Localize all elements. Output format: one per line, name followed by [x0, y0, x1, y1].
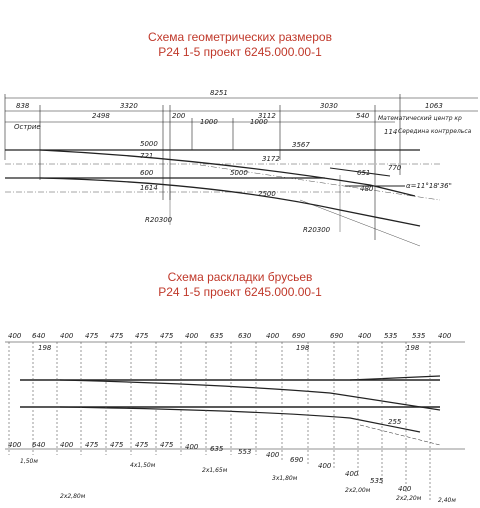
- dim-5000b: 1614: [140, 184, 158, 192]
- dim-1000a: 1000: [200, 118, 218, 126]
- dim-2500b: 600: [140, 169, 154, 177]
- bottom-row-1: 640: [32, 441, 46, 449]
- angle-label: α=11°18'36": [406, 182, 452, 190]
- bottom-row-4: 475: [110, 441, 124, 449]
- dim-540: 540: [356, 112, 370, 120]
- top-row-11: 690: [292, 332, 306, 340]
- sleeper-title-line1: Схема раскладки брусьев: [167, 270, 313, 284]
- top-row-9: 630: [238, 332, 252, 340]
- dim-1063: 1063: [425, 102, 443, 110]
- bottom-row-14: 535: [370, 477, 384, 485]
- dim-2500a: 721: [140, 152, 153, 160]
- top-row-16: 400: [438, 332, 452, 340]
- geometry-title-line2: Р24 1-5 проект 6245.000.00-1: [158, 45, 322, 59]
- sleeper-title-line2: Р24 1-5 проект 6245.000.00-1: [158, 285, 322, 299]
- dim-3112: 3112: [258, 112, 276, 120]
- group-label-0: 1,50м: [20, 458, 38, 465]
- bottom-row-13: 400: [345, 470, 359, 478]
- top-row-10: 400: [266, 332, 280, 340]
- top-row-8: 635: [210, 332, 224, 340]
- sleeper-labels: 400 640 400 475 475 475 475 400 635 630 …: [8, 332, 456, 504]
- bottom-row-10: 400: [266, 451, 280, 459]
- top-mark-2: 198: [406, 344, 420, 352]
- sleeper-ticks: [8, 342, 431, 500]
- top-mark-0: 198: [38, 344, 52, 352]
- dim-200: 200: [172, 112, 186, 120]
- group-label-4: 2х2,00м: [345, 487, 371, 494]
- top-row-1: 640: [32, 332, 46, 340]
- top-row-3: 475: [85, 332, 99, 340]
- group-label-6: 2,40м: [438, 497, 456, 504]
- bottom-row-9: 553: [238, 448, 251, 456]
- geometry-title: Схема геометрических размеров Р24 1-5 пр…: [0, 30, 480, 60]
- bottom-row-6: 475: [160, 441, 174, 449]
- mid-mark: 255: [388, 418, 402, 426]
- sleeper-diagram: [5, 341, 465, 500]
- group-label-3: 3х1,80м: [272, 475, 298, 482]
- dim-651: 651: [357, 169, 370, 177]
- dim-2498: 2498: [92, 112, 110, 120]
- group-label-1: 4х1,50м: [130, 462, 156, 469]
- dim-770: 770: [388, 164, 402, 172]
- bottom-row-7: 400: [185, 443, 199, 451]
- radius-right: R20300: [303, 226, 331, 234]
- overall-dim: 8251: [210, 89, 228, 97]
- top-row-5: 475: [135, 332, 149, 340]
- geometry-diagram: [4, 94, 478, 247]
- top-mark-1: 198: [296, 344, 310, 352]
- dim-480: 480: [360, 185, 374, 193]
- group-label-2: 2х1,65м: [202, 467, 228, 474]
- dim-3246: 3567: [292, 141, 310, 149]
- top-row-14: 535: [384, 332, 398, 340]
- dim-5000a: 5000: [140, 140, 158, 148]
- dim-3567: 5000: [230, 169, 248, 177]
- dim-3320: 3320: [120, 102, 138, 110]
- sleeper-title: Схема раскладки брусьев Р24 1-5 проект 6…: [0, 270, 480, 300]
- bottom-row-0: 400: [8, 441, 22, 449]
- geometry-labels: 8251 838 3320 3030 1063 2498 200 3112 54…: [14, 89, 472, 234]
- top-row-0: 400: [8, 332, 22, 340]
- top-row-6: 475: [160, 332, 174, 340]
- top-row-2: 400: [60, 332, 74, 340]
- top-row-7: 400: [185, 332, 199, 340]
- group-label-7: 2х2,80м: [60, 493, 86, 500]
- dim-3030: 3030: [320, 102, 338, 110]
- dim-838: 838: [16, 102, 30, 110]
- bottom-row-11: 690: [290, 456, 304, 464]
- dim-3604: 3172: [262, 155, 280, 163]
- top-row-12: 690: [330, 332, 344, 340]
- geometry-title-line1: Схема геометрических размеров: [148, 30, 332, 44]
- top-row-4: 475: [110, 332, 124, 340]
- dim-114: 114: [384, 128, 397, 136]
- bottom-row-3: 475: [85, 441, 99, 449]
- label-math-center: Математический центр кр: [378, 115, 462, 122]
- bottom-row-12: 400: [318, 462, 332, 470]
- bottom-row-5: 475: [135, 441, 149, 449]
- label-ostrie: Острие: [14, 123, 41, 131]
- radius-left: R20300: [145, 216, 173, 224]
- dim-1000b: 1000: [250, 118, 268, 126]
- label-mid-frog: Середина контррельса: [398, 128, 472, 135]
- bottom-row-2: 400: [60, 441, 74, 449]
- bottom-row-8: 635: [210, 445, 224, 453]
- top-row-13: 400: [358, 332, 372, 340]
- group-label-5: 2х2,20м: [396, 495, 422, 502]
- top-row-15: 535: [412, 332, 426, 340]
- bottom-row-15: 400: [398, 485, 412, 493]
- dim-3172: 2500: [258, 190, 276, 198]
